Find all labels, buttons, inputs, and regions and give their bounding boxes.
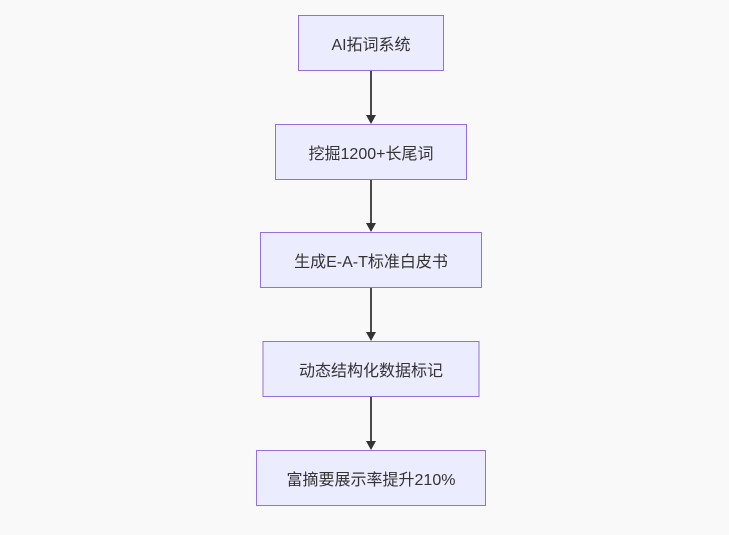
node-label: AI拓词系统 bbox=[331, 37, 411, 54]
flowchart-arrow-3 bbox=[365, 288, 377, 341]
node-label: 生成E-A-T标准白皮书 bbox=[294, 254, 448, 271]
flowchart-node-eat-whitepaper: 生成E-A-T标准白皮书 bbox=[260, 232, 482, 288]
flowchart-arrow-1 bbox=[365, 71, 377, 124]
node-label: 挖掘1200+长尾词 bbox=[308, 146, 434, 163]
arrow-line bbox=[370, 397, 372, 441]
arrow-head-icon bbox=[366, 441, 376, 450]
arrow-line bbox=[370, 180, 372, 223]
arrow-head-icon bbox=[366, 332, 376, 341]
flowchart-arrow-2 bbox=[365, 180, 377, 232]
flowchart-node-ai-word-expansion: AI拓词系统 bbox=[298, 15, 444, 71]
arrow-head-icon bbox=[366, 223, 376, 232]
flowchart-node-structured-data: 动态结构化数据标记 bbox=[262, 341, 480, 397]
arrow-head-icon bbox=[366, 115, 376, 124]
node-label: 动态结构化数据标记 bbox=[298, 363, 443, 380]
flowchart-arrow-4 bbox=[365, 397, 377, 450]
arrow-line bbox=[370, 71, 372, 115]
flowchart-node-longtail-mining: 挖掘1200+长尾词 bbox=[275, 124, 467, 180]
arrow-line bbox=[370, 288, 372, 332]
flowchart-node-rich-snippet-result: 富摘要展示率提升210% bbox=[256, 450, 486, 506]
node-label: 富摘要展示率提升210% bbox=[286, 472, 456, 489]
